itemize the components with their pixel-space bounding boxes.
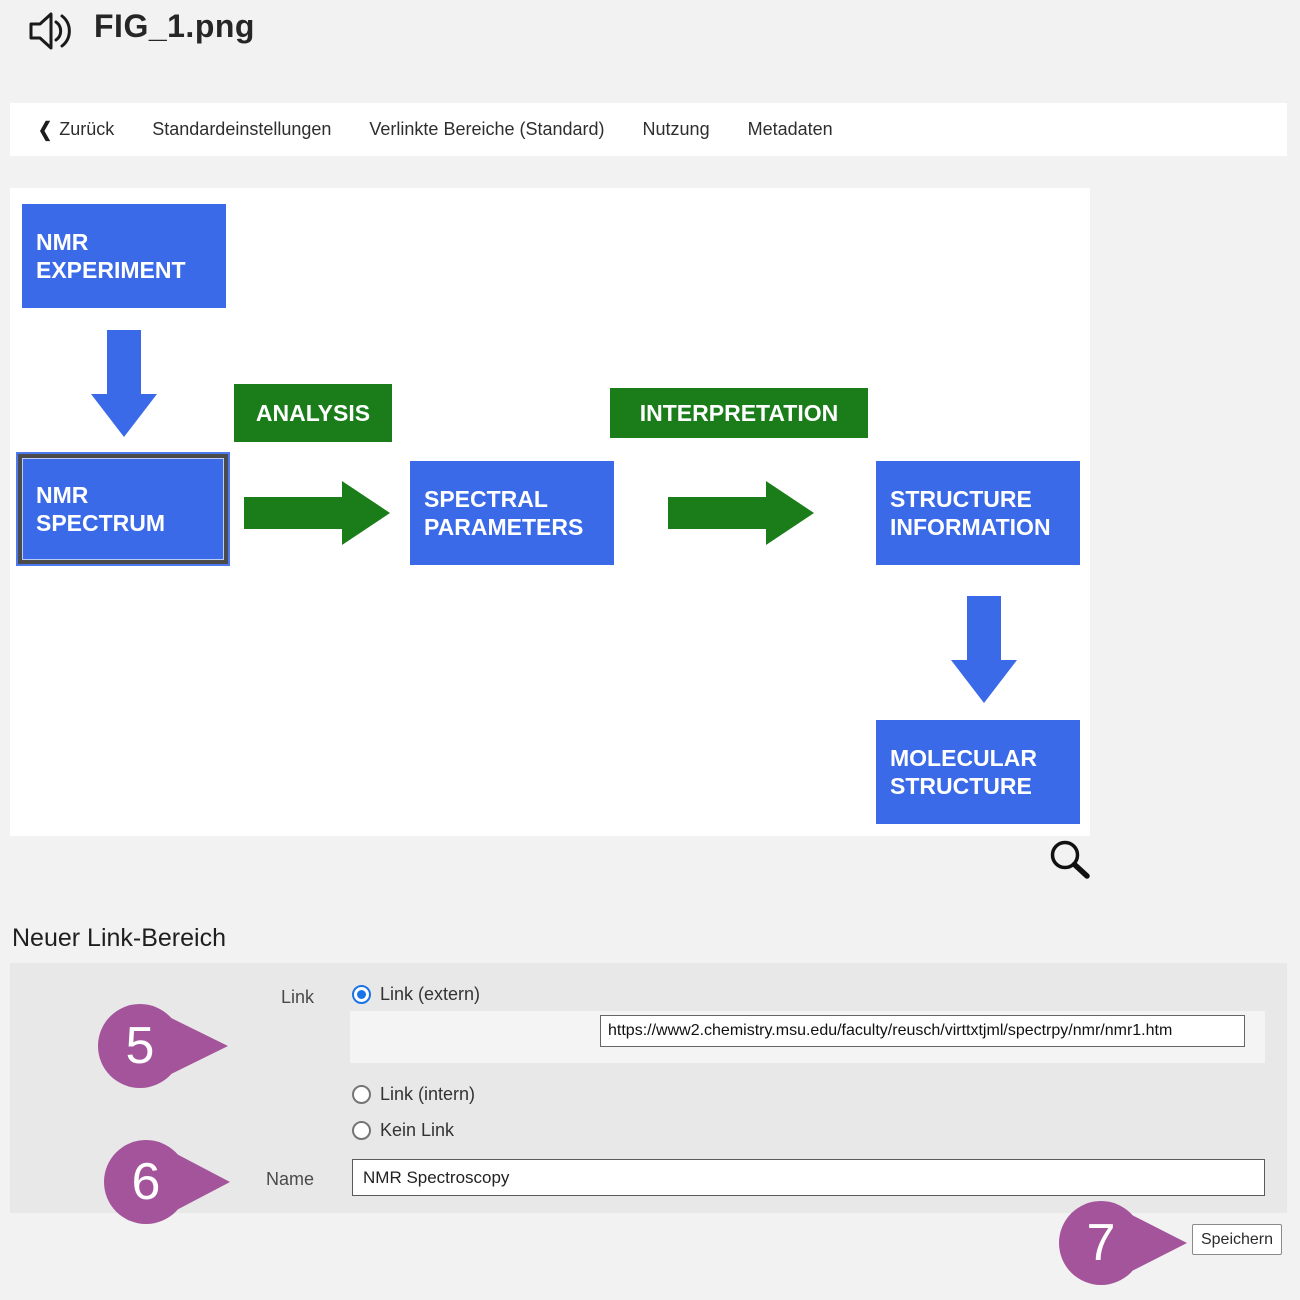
node-label: INTERPRETATION [639,400,839,426]
zoom-magnifier-icon[interactable] [1046,838,1094,882]
external-url-input[interactable] [600,1015,1245,1047]
flow-node-spectral-parameters: SPECTRAL PARAMETERS [410,461,614,565]
radio-kein-link[interactable]: Kein Link [352,1120,454,1141]
arrow-down-head-icon [91,394,157,437]
tab-metadaten[interactable]: Metadaten [747,119,833,139]
flow-node-analysis: ANALYSIS [234,384,392,442]
arrow-right-icon [244,497,342,529]
node-label: SPECTRAL [424,486,548,512]
radio-button-icon[interactable] [352,1121,371,1140]
radio-button-icon[interactable] [352,985,371,1004]
node-label: ANALYSIS [255,400,371,426]
link-form-panel: Link Link (extern) Link (intern) Kein Li… [10,963,1287,1213]
flow-node-structure-information: STRUCTURE INFORMATION [876,461,1080,565]
radio-label: Kein Link [380,1120,455,1140]
node-label: MOLECULAR [890,745,1037,771]
arrow-down-head-icon [951,660,1017,703]
arrow-down-icon [107,330,141,394]
tab-verlinkte-bereiche[interactable]: Verlinkte Bereiche (Standard) [369,119,605,139]
node-label: NMR [36,229,89,255]
radio-label: Link (extern) [380,984,481,1004]
node-label: INFORMATION [890,514,1051,540]
toolbar: ❮ Zurück Standardeinstellungen Verlinkte… [10,103,1287,156]
flow-node-nmr-experiment: NMR EXPERIMENT [22,204,226,308]
back-button[interactable]: ❮ Zurück [38,118,115,140]
arrow-right-head-icon [342,481,390,545]
flow-node-interpretation: INTERPRETATION [610,388,868,438]
section-heading: Neuer Link-Bereich [12,924,226,952]
name-field-label: Name [265,1169,314,1189]
speaker-icon[interactable] [26,10,74,52]
back-label: Zurück [59,119,115,139]
node-label: SPECTRUM [36,510,166,536]
link-name-input[interactable] [352,1159,1265,1196]
radio-link-extern[interactable]: Link (extern) [352,984,480,1005]
node-label: STRUCTURE [890,486,1032,512]
arrow-right-head-icon [766,481,814,545]
save-button[interactable]: Speichern [1192,1224,1282,1255]
node-label: NMR [36,482,89,508]
link-field-label: Link [280,987,314,1007]
radio-link-intern[interactable]: Link (intern) [352,1084,475,1105]
chevron-left-icon: ❮ [38,118,53,140]
node-label: PARAMETERS [424,514,584,540]
nmr-spectrum-link-region[interactable]: NMR SPECTRUM [18,454,228,564]
radio-label: Link (intern) [380,1084,476,1104]
node-label: EXPERIMENT [36,257,186,283]
tab-standardeinstellungen[interactable]: Standardeinstellungen [152,119,332,139]
arrow-right-icon [668,497,766,529]
page-title: FIG_1.png [94,8,255,44]
node-label: STRUCTURE [890,773,1032,799]
flow-node-molecular-structure: MOLECULAR STRUCTURE [876,720,1080,824]
radio-button-icon[interactable] [352,1085,371,1104]
arrow-down-icon [967,596,1001,660]
figure-image: NMR EXPERIMENT ANALYSIS NMR SPECTRUM SPE… [10,188,1090,836]
tab-nutzung[interactable]: Nutzung [642,119,710,139]
